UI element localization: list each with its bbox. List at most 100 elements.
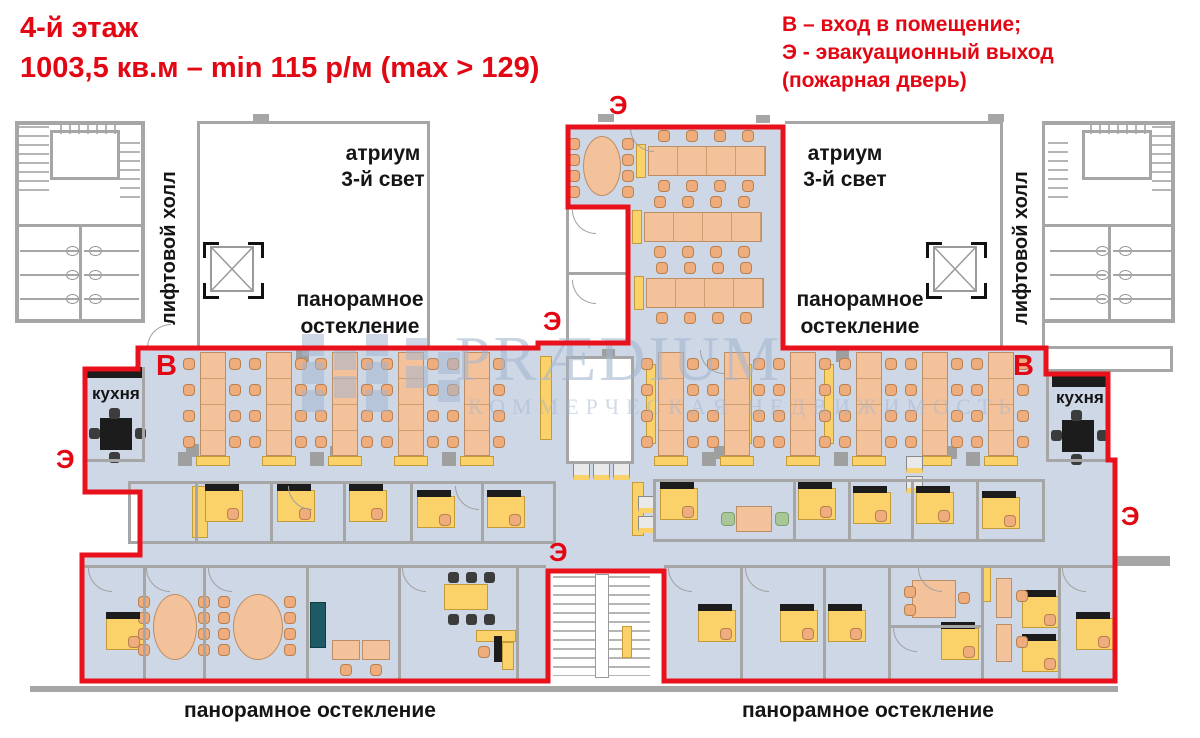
wall: [1171, 121, 1175, 323]
office-chair: [218, 596, 230, 608]
office-chair: [370, 664, 382, 676]
wall: [200, 121, 430, 124]
office-chair: [905, 410, 917, 422]
desk-end-cabinet: [852, 456, 886, 466]
office-chair: [1016, 590, 1028, 602]
office-chair: [712, 262, 724, 274]
office-chair: [284, 644, 296, 656]
desk-end-cabinet: [984, 456, 1018, 466]
office-chair: [958, 592, 970, 604]
office-chair: [654, 246, 666, 258]
wall: [20, 298, 78, 300]
office-chair: [971, 410, 983, 422]
wall: [142, 367, 145, 462]
office-chair: [183, 436, 195, 448]
chair: [109, 408, 120, 419]
office-chair: [773, 436, 785, 448]
stair-rail: [595, 574, 609, 678]
stair-treads: [1152, 126, 1172, 194]
stair-treads: [19, 126, 49, 194]
wall: [270, 481, 273, 543]
cabinet: [646, 364, 656, 444]
wall: [128, 541, 556, 544]
wall: [888, 565, 891, 683]
legend-fire-door: (пожарная дверь): [782, 69, 967, 92]
desk-end-cabinet: [632, 210, 642, 244]
office-chair: [284, 596, 296, 608]
l-desk-black-top: [698, 604, 732, 611]
wall: [203, 565, 206, 683]
desk-end-cabinet: [394, 456, 428, 466]
watermark-logo-square: [438, 352, 460, 374]
office-chair: [963, 646, 975, 658]
office-chair: [1004, 515, 1016, 527]
elevator-bracket: [203, 242, 219, 258]
office-chair: [839, 358, 851, 370]
glazing-left-label-2: остекление: [300, 315, 420, 338]
office-chair: [361, 436, 373, 448]
wall: [1115, 556, 1170, 566]
office-chair: [1016, 636, 1028, 648]
office-chair: [753, 358, 765, 370]
wall: [653, 479, 656, 541]
meeting-table: [153, 594, 197, 660]
wall: [1113, 298, 1171, 300]
legend-exit: Э - эвакуационный выход: [782, 41, 1054, 64]
wall: [553, 481, 556, 543]
l-desk-black-top: [106, 612, 140, 619]
wall: [15, 121, 19, 323]
wall: [410, 481, 413, 543]
office-chair: [707, 384, 719, 396]
page-title: 4-й этаж: [20, 12, 139, 44]
office-chair: [687, 358, 699, 370]
office-chair: [773, 384, 785, 396]
wall: [82, 565, 546, 568]
wall: [197, 121, 200, 348]
entrance-marker-left: В: [156, 350, 177, 382]
wall: [50, 130, 120, 133]
office-chair: [885, 436, 897, 448]
office-chair: [641, 384, 653, 396]
office-chair: [951, 384, 963, 396]
elevator-bracket: [971, 242, 987, 258]
office-chair: [742, 130, 754, 142]
elevator-bracket: [926, 242, 942, 258]
cabinet: [824, 364, 834, 444]
entrance-marker-right: В: [1013, 350, 1034, 382]
wall: [566, 356, 634, 359]
door-arc: [1062, 568, 1086, 592]
chair: [484, 572, 495, 583]
chair: [448, 614, 459, 625]
office-chair: [249, 384, 261, 396]
office-chair: [427, 436, 439, 448]
office-chair: [295, 436, 307, 448]
office-chair: [682, 196, 694, 208]
exit-marker-top: Э: [609, 90, 628, 120]
kitchen-right-label: кухня: [1056, 388, 1104, 407]
wall: [740, 565, 743, 683]
door-arc: [745, 568, 769, 592]
office-chair: [249, 358, 261, 370]
office-chair: [687, 384, 699, 396]
wall: [1050, 298, 1106, 300]
office-chair: [493, 410, 505, 422]
office-chair: [710, 196, 722, 208]
elevator-bracket: [971, 283, 987, 299]
office-chair: [707, 410, 719, 422]
cabinet: [983, 566, 991, 602]
door-arc: [402, 568, 426, 592]
office-chair: [371, 508, 383, 520]
office-chair: [381, 436, 393, 448]
door-arc: [455, 486, 479, 510]
office-chair: [684, 262, 696, 274]
wall: [976, 479, 979, 541]
office-chair: [229, 384, 241, 396]
desk: [200, 352, 226, 456]
column: [442, 452, 456, 466]
wall: [1170, 346, 1173, 372]
office-chair: [568, 186, 580, 198]
l-desk-black-top: [660, 482, 694, 489]
glazing-right-label-2: остекление: [800, 315, 920, 338]
door-arc: [88, 568, 112, 592]
